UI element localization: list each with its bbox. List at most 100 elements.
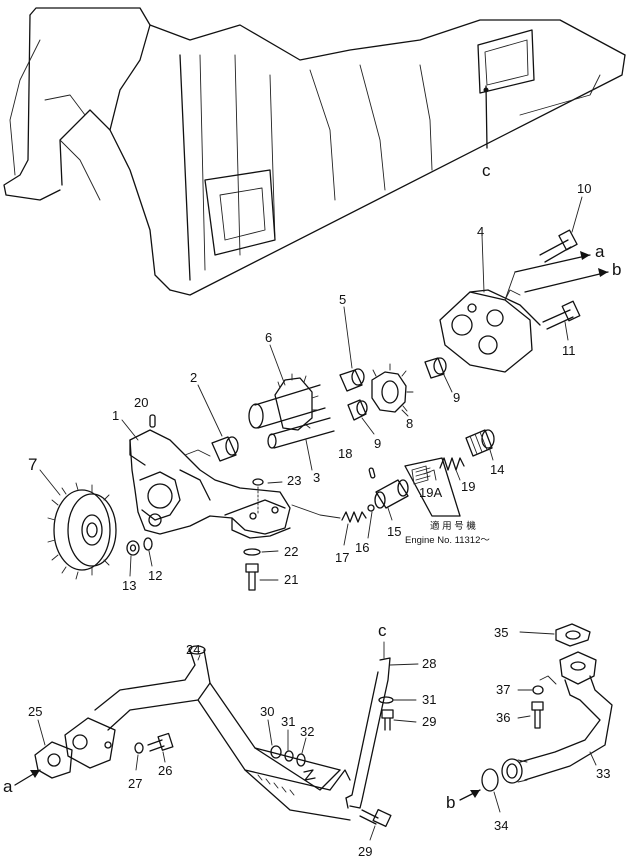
part-31-washer-lower <box>284 750 294 762</box>
callout-1: 1 <box>112 408 119 423</box>
callout-9b: 9 <box>374 436 381 451</box>
ref-c-top: c <box>482 161 491 180</box>
callout-8: 8 <box>406 416 413 431</box>
leader-1 <box>121 419 139 441</box>
part-2-bushing <box>211 436 239 462</box>
part-33-delivery-pipe <box>501 651 613 784</box>
callout-18: 18 <box>338 446 352 461</box>
part-32-washer <box>296 753 306 767</box>
leader-8 <box>401 409 409 417</box>
callout-10: 10 <box>577 181 591 196</box>
callout-13: 13 <box>122 578 136 593</box>
part-36-bolt <box>531 701 544 729</box>
ref-line-c <box>485 85 488 149</box>
ref-a-pipe: a <box>3 777 13 796</box>
part-10-bolt <box>539 229 578 263</box>
part-6-drive-gear <box>248 373 326 431</box>
part-34-o-ring <box>481 768 499 792</box>
part-15-valve <box>374 479 409 509</box>
part-19-spring <box>439 457 465 471</box>
part-30-nut <box>270 745 282 759</box>
part-21-bolt <box>245 563 259 591</box>
part-18-pin <box>368 467 376 479</box>
part-24-suction-pipe <box>94 645 351 821</box>
callout-26: 26 <box>158 763 172 778</box>
leader-4 <box>481 234 485 293</box>
callout-21: 21 <box>284 572 298 587</box>
callout-36: 36 <box>496 710 510 725</box>
callout-34: 34 <box>494 818 508 833</box>
part-16-ball <box>367 504 375 512</box>
arrow-a-pump <box>514 254 591 273</box>
callout-32: 32 <box>300 724 314 739</box>
callout-19a: 19A <box>419 485 442 500</box>
callout-28: 28 <box>422 656 436 671</box>
part-23-o-ring <box>252 478 264 486</box>
callout-7: 7 <box>28 455 37 474</box>
part-17-spring <box>341 511 367 523</box>
callout-4: 4 <box>477 224 484 239</box>
callout-14: 14 <box>490 462 504 477</box>
part-9-bushing-left <box>347 399 368 421</box>
part-35-gasket <box>555 623 591 647</box>
part-13-nut <box>126 540 140 556</box>
part-29-bolt-lower <box>359 808 392 828</box>
part-37-washer <box>532 685 544 695</box>
part-31-washer-upper <box>378 696 394 704</box>
ref-c-bracket: c <box>378 621 387 640</box>
part-29-bolt-upper <box>381 709 394 731</box>
part-27-washer <box>134 742 144 754</box>
engine-block <box>3 7 626 296</box>
part-14-plug <box>465 429 495 457</box>
callout-35: 35 <box>494 625 508 640</box>
callout-33: 33 <box>596 766 610 781</box>
engine-serial-note: Engine No. 11312～ <box>405 535 490 546</box>
callout-5: 5 <box>339 292 346 307</box>
part-19a-spring-box <box>404 457 461 517</box>
part-26-bolt <box>147 732 174 752</box>
callout-19: 19 <box>461 479 475 494</box>
leader-9a <box>443 374 453 393</box>
callout-17: 17 <box>335 550 349 565</box>
leader-10 <box>571 196 583 233</box>
arrow-b-pump <box>524 271 609 293</box>
callout-31b: 31 <box>281 714 295 729</box>
callout-12: 12 <box>148 568 162 583</box>
callout-3: 3 <box>313 470 320 485</box>
part-8-driven-gear <box>371 363 414 413</box>
pipe-flange <box>64 717 116 769</box>
callout-9a: 9 <box>453 390 460 405</box>
part-5-bushing <box>339 368 365 392</box>
part-7-gear <box>47 482 117 580</box>
part-22-washer <box>243 548 261 556</box>
ref-a-pump: a <box>595 242 605 261</box>
ref-b-pipe: b <box>446 793 455 812</box>
callout-22: 22 <box>284 544 298 559</box>
callout-16: 16 <box>355 540 369 555</box>
callout-11: 11 <box>562 343 576 358</box>
leader-11 <box>564 321 569 341</box>
callout-29b: 29 <box>358 844 372 858</box>
part-12-washer <box>143 537 153 551</box>
callout-24: 24 <box>186 642 200 657</box>
callout-2: 2 <box>190 370 197 385</box>
part-20-pin <box>149 414 156 428</box>
part-3-shaft <box>267 417 335 449</box>
callout-25: 25 <box>28 704 42 719</box>
callout-30: 30 <box>260 704 274 719</box>
applicable-serial-heading: 適 用 号 機 <box>430 520 476 532</box>
callout-15: 15 <box>387 524 401 539</box>
callout-37: 37 <box>496 682 510 697</box>
callout-27: 27 <box>128 776 142 791</box>
part-25-gasket <box>34 741 73 779</box>
callout-31a: 31 <box>422 692 436 707</box>
leader-7 <box>39 469 61 496</box>
callout-23: 23 <box>287 473 301 488</box>
callout-20: 20 <box>134 395 148 410</box>
part-11-bolt <box>542 300 581 330</box>
leader-3 <box>305 439 313 471</box>
part-28-bracket <box>329 657 391 809</box>
ref-b-pump: b <box>612 260 621 279</box>
leader-2 <box>197 384 223 437</box>
